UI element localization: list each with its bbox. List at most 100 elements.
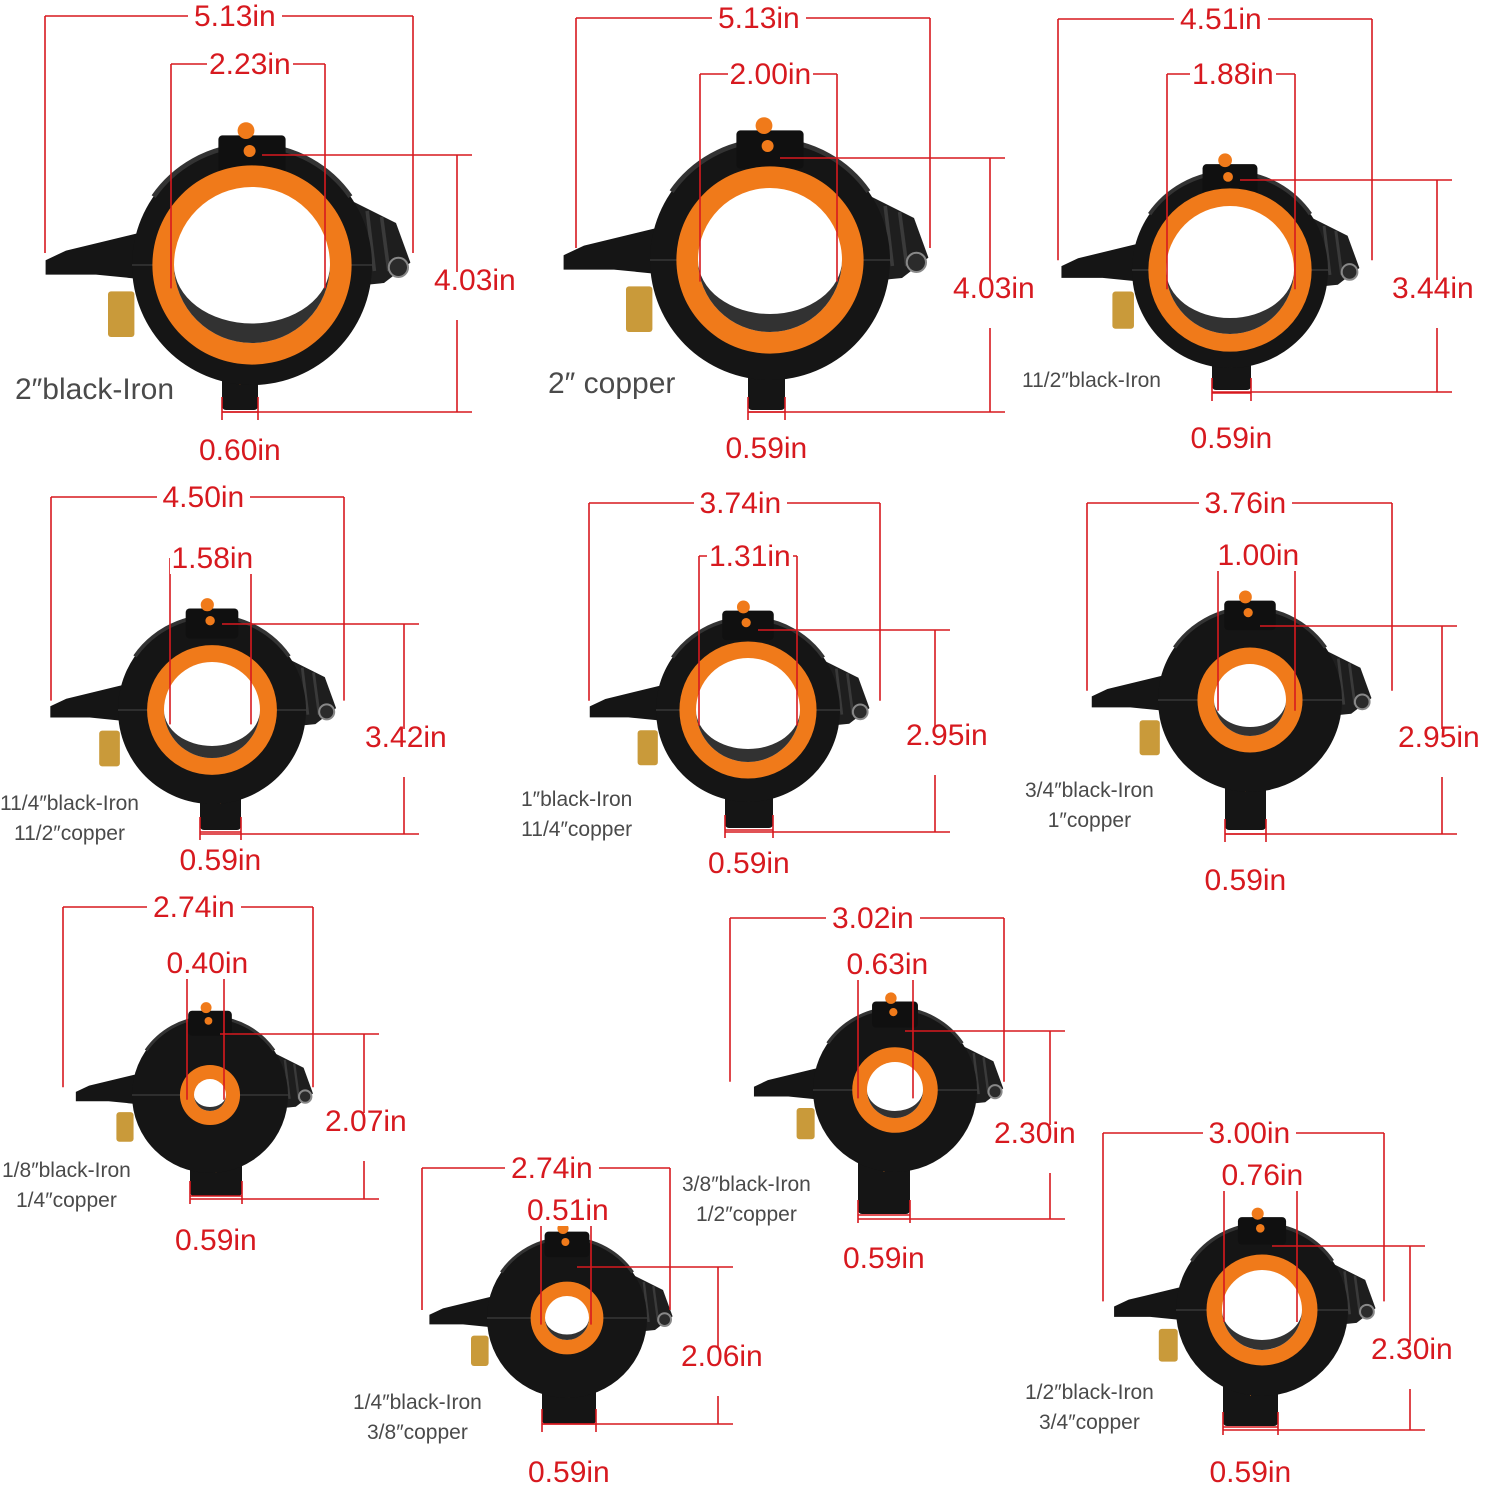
stem-label: 0.59in (175, 1224, 257, 1257)
bore-label: 0.63in (844, 948, 931, 981)
fitting-u10 (1114, 1207, 1376, 1426)
stem-label: 0.59in (843, 1242, 925, 1275)
wing-rib (834, 668, 844, 715)
bore-label: 1.88in (1190, 58, 1276, 91)
width-label: 4.51in (1174, 5, 1268, 35)
size-label-line: 1/2″black-Iron (1025, 1381, 1154, 1404)
bore-label: 1.00in (1215, 539, 1302, 572)
stem-label: 0.59in (1209, 1456, 1292, 1489)
bore-label: 1.31in (707, 540, 793, 573)
wing-rib (1334, 230, 1344, 276)
wing-rib (642, 1281, 650, 1323)
hinge-pin (318, 703, 336, 721)
size-label-line: 1/4″black-Iron (353, 1391, 482, 1414)
pipe-bore (164, 662, 260, 758)
height-label: 4.03in (434, 264, 516, 297)
size-label-line: 1/2″copper (696, 1203, 797, 1226)
bore-shadow (696, 710, 800, 762)
fitting-u3 (1061, 153, 1360, 390)
size-label-u1: 2″black-Iron (15, 375, 174, 405)
indicator-light-icon (237, 122, 255, 139)
bore-shadow (194, 1095, 226, 1111)
hinge-pin (1359, 1303, 1375, 1320)
indicator-light-icon (1223, 172, 1233, 182)
brass-valve-icon (108, 291, 135, 337)
fitting-u6 (1091, 590, 1372, 830)
indicator-light-icon (889, 1008, 898, 1017)
width-label: 5.13in (188, 2, 282, 32)
indicator-light-icon (1238, 590, 1252, 604)
pipe-bore (1222, 1270, 1302, 1350)
wing-rib (300, 667, 310, 715)
wing-rib (312, 672, 321, 715)
bore-shadow (1166, 270, 1294, 334)
hinge-pin (387, 256, 409, 278)
height-label: 2.95in (1398, 721, 1480, 754)
indicator-light-icon (736, 600, 750, 614)
wing-rib (365, 210, 377, 272)
size-label-line: 3/8″black-Iron (682, 1173, 811, 1196)
fitting-u2 (563, 117, 929, 410)
indicator-light-icon (243, 145, 256, 157)
size-label-u3: 11/2″black-Iron (1022, 366, 1161, 396)
pipe-bore (1166, 206, 1294, 334)
size-label-line: 1″copper (1047, 809, 1132, 832)
fitting-u1 (45, 122, 411, 410)
size-label-line: 11/2″copper (13, 822, 125, 845)
size-label-line: 1/4″copper (16, 1189, 117, 1212)
stem-label: 0.59in (1190, 422, 1273, 455)
hinge-pin (297, 1089, 313, 1104)
size-label-line: 3/8″copper (367, 1421, 468, 1444)
stem-label: 0.59in (1204, 864, 1287, 897)
wing-rib (883, 205, 895, 267)
fitting-u8 (753, 992, 1004, 1214)
bore-shadow (174, 265, 330, 343)
brass-valve-icon (99, 730, 120, 767)
hinge-pin (1340, 263, 1359, 281)
wing-rib (1343, 1271, 1352, 1315)
size-label-line: 1/8″black-Iron (2, 1159, 131, 1182)
wing-rib (845, 673, 855, 715)
hinge-pin (657, 1312, 672, 1327)
size-label-line: 11/2″black-Iron (1022, 369, 1161, 392)
stem-label: 0.59in (725, 432, 808, 465)
indicator-light-icon (761, 140, 774, 152)
height-label: 2.95in (906, 719, 988, 752)
indicator-light-icon (200, 1002, 212, 1014)
bore-label: 2.23in (207, 48, 293, 81)
height-label: 2.07in (325, 1105, 407, 1138)
hinge-pin (851, 703, 869, 721)
brass-valve-icon (1158, 1328, 1178, 1362)
hinge-pin (905, 251, 928, 273)
pipe-bore (867, 1062, 923, 1118)
height-label: 2.06in (681, 1340, 763, 1373)
stem-label: 0.59in (528, 1456, 610, 1489)
brass-valve-icon (471, 1335, 489, 1366)
wing-rib (1353, 1275, 1362, 1315)
size-label-u4: 11/4″black-Iron 11/2″copper (0, 789, 139, 849)
height-label: 2.30in (1371, 1333, 1453, 1366)
pipe-bore (194, 1079, 226, 1111)
brass-valve-icon (116, 1112, 134, 1142)
indicator-light-icon (561, 1238, 570, 1246)
bore-shadow (164, 710, 260, 758)
indicator-light-icon (1243, 608, 1253, 618)
height-label: 4.03in (953, 272, 1035, 305)
size-label-u10: 1/2″black-Iron 3/4″copper (1025, 1378, 1154, 1438)
wing-rib (1322, 225, 1332, 276)
indicator-light-icon (1251, 1207, 1264, 1220)
bore-label: 0.40in (164, 947, 251, 980)
size-label-line: 11/4″black-Iron (0, 792, 139, 815)
bore-label: 0.51in (525, 1194, 611, 1227)
indicator-light-icon (200, 598, 214, 612)
width-label: 4.50in (156, 483, 251, 513)
bore-shadow (545, 1318, 589, 1340)
bore-shadow (1214, 700, 1286, 736)
bore-shadow (1222, 1310, 1302, 1350)
width-label: 3.02in (826, 904, 920, 934)
size-label-line: 3/4″copper (1039, 1411, 1140, 1434)
hinge-pin (1353, 693, 1371, 711)
wing-rib (1347, 663, 1357, 705)
